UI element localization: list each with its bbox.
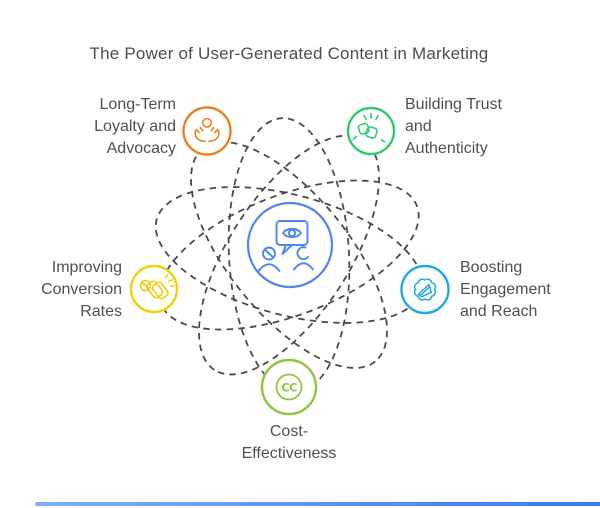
loyalty-circle	[182, 106, 232, 156]
engagement-circle	[400, 264, 450, 315]
cost-circle	[260, 358, 318, 416]
creative-commons-icon	[275, 373, 303, 401]
node-engagement	[400, 264, 450, 315]
node-loyalty	[182, 106, 232, 156]
node-conversion	[129, 264, 179, 314]
handshake-sparkles-icon	[352, 112, 386, 143]
caring-hands-person-icon	[194, 117, 220, 143]
node-trust	[346, 106, 396, 156]
trust-label: Building Trust and Authenticity	[405, 96, 502, 157]
page-title: The Power of User-Generated Content in M…	[89, 44, 489, 63]
megaphone-badge-icon	[413, 278, 437, 301]
node-cost: CC	[260, 358, 318, 416]
cost-label: Cost- Effectiveness	[241, 423, 337, 462]
loyalty-label: Long-Term Loyalty and Advocacy	[94, 96, 176, 157]
center-node	[246, 201, 334, 289]
footer-progress-bar	[35, 502, 600, 506]
trust-circle	[346, 106, 396, 156]
conversion-label: Improving Conversion Rates	[41, 259, 122, 320]
people-speech-eye-icon	[257, 220, 314, 272]
cc-icon-text: CC	[281, 381, 297, 395]
conversion-circle	[129, 264, 179, 314]
engagement-label: Boosting Engagement and Reach	[460, 259, 551, 320]
clapping-hands-icon	[139, 274, 175, 300]
